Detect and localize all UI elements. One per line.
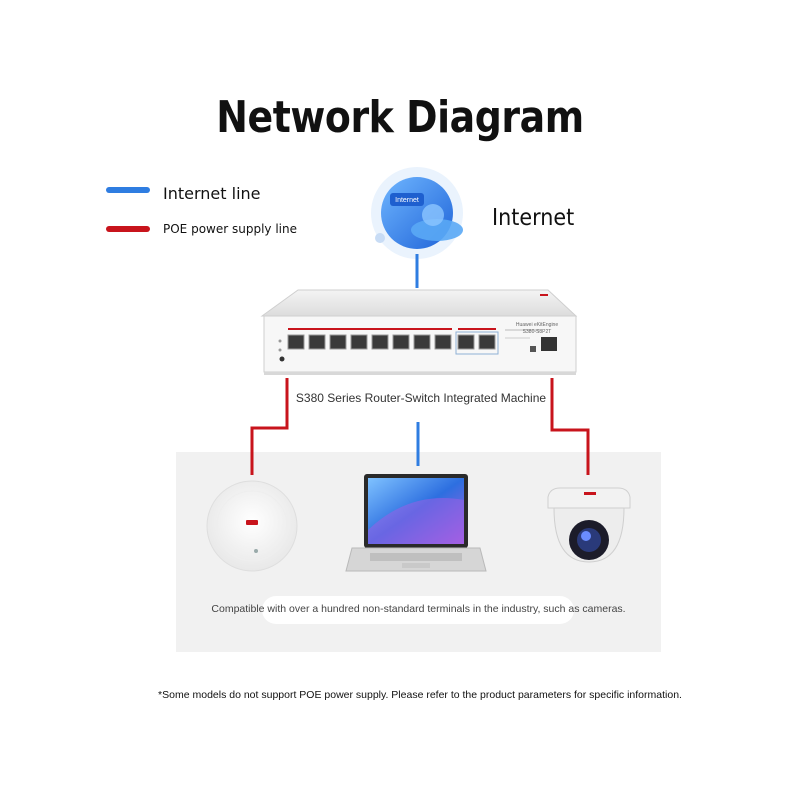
legend-swatch-internet: [106, 187, 150, 193]
poe-line-right: [550, 378, 590, 475]
legend-label-poe: POE power supply line: [163, 222, 297, 236]
legend-swatch-poe: [106, 226, 150, 232]
poe-line-left: [250, 378, 289, 475]
cloud-badge-text: Internet: [395, 197, 419, 204]
legend-label-internet: Internet line: [163, 184, 261, 203]
switch-brand: Huawei eKitEngine: [516, 322, 558, 328]
camera-icon: [547, 487, 631, 563]
switch-caption: S380 Series Router-Switch Integrated Mac…: [295, 391, 547, 405]
internet-label: Internet: [492, 205, 575, 231]
compat-pill: [262, 596, 574, 624]
page-title: Network Diagram: [216, 92, 584, 143]
switch-model: S380-S8P2T: [523, 329, 552, 335]
access-point-icon: [206, 480, 298, 572]
cloud-icon: [371, 167, 463, 259]
footnote: *Some models do not support POE power su…: [158, 689, 682, 701]
laptop-icon: [345, 474, 487, 572]
compat-text: Compatible with over a hundred non-stand…: [211, 603, 626, 615]
switch-device: [260, 289, 578, 375]
